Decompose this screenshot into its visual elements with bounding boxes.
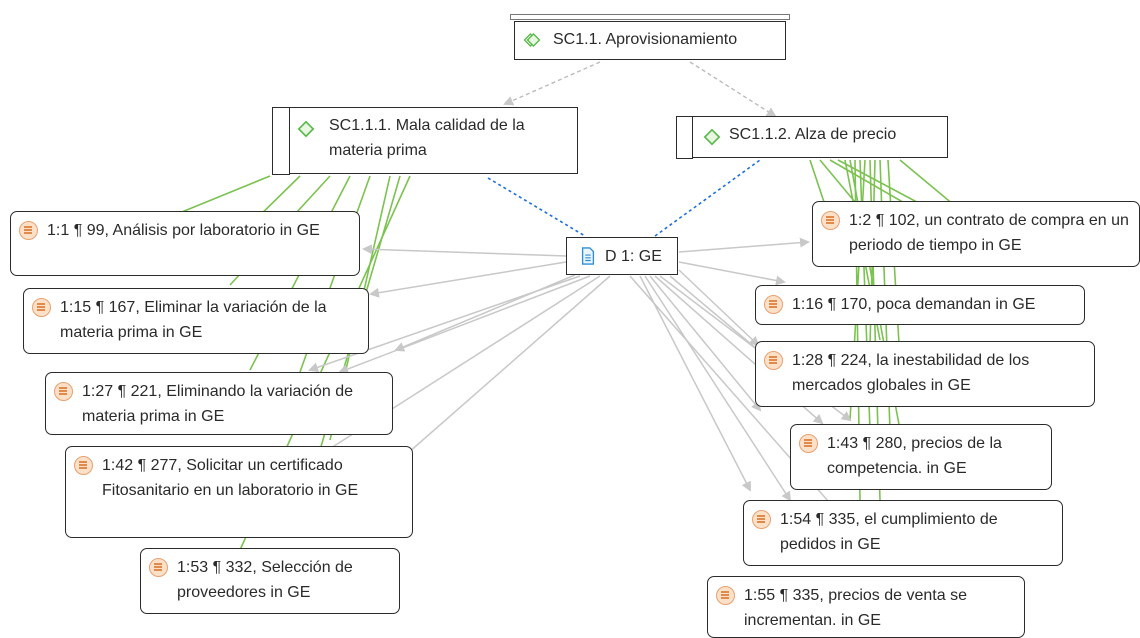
edge (639, 275, 751, 492)
edge (503, 61, 601, 106)
root-node-top-bar (510, 14, 790, 20)
quotation-node[interactable]: 1:15 ¶ 167, Eliminar la variación de la … (23, 288, 369, 354)
edge (487, 177, 586, 237)
quotation-icon (764, 351, 783, 370)
code-label: SC1.1.1. Mala calidad de la materia prim… (329, 117, 525, 159)
quotation-icon (821, 211, 840, 230)
quotation-node[interactable]: 1:42 ¶ 277, Solicitar un certificado Fit… (65, 446, 413, 538)
quotation-icon (32, 298, 51, 317)
quotation-node[interactable]: 1:1 ¶ 99, Análisis por laboratorio in GE (10, 211, 360, 276)
edge (338, 275, 591, 374)
edge (308, 275, 581, 373)
quotation-icon (74, 456, 93, 475)
quotation-node[interactable]: 1:53 ¶ 332, Selección de proveedores in … (140, 548, 400, 614)
code-node-left[interactable]: SC1.1.1. Mala calidad de la materia prim… (271, 106, 578, 175)
edge (678, 261, 786, 286)
code-label: SC1.1.2. Alza de precio (729, 126, 897, 143)
quotation-node[interactable]: 1:27 ¶ 221, Eliminando la variación de m… (45, 372, 393, 435)
quotation-icon (752, 510, 771, 529)
edge (689, 61, 777, 118)
edge (678, 269, 760, 347)
quotation-node[interactable]: 1:28 ¶ 224, la inestabilidad de los merc… (755, 341, 1095, 407)
quotation-node[interactable]: 1:54 ¶ 335, el cumplimiento de pedidos i… (743, 500, 1063, 566)
edge (678, 237, 810, 253)
quotation-icon (764, 295, 783, 314)
code-diamond-icon (703, 128, 721, 146)
edge (398, 275, 611, 462)
quotation-icon (19, 221, 38, 240)
edge (369, 261, 567, 298)
quotation-icon (716, 586, 735, 605)
quotation-icon (799, 434, 818, 453)
quotation-node[interactable]: 1:43 ¶ 280, precios de la competencia. i… (790, 424, 1052, 490)
edge (649, 275, 762, 412)
code-node-root[interactable]: SC1.1. Aprovisionamiento (514, 21, 786, 60)
quotation-icon (54, 382, 73, 401)
quotation-node[interactable]: 1:55 ¶ 335, precios de venta se incremen… (707, 576, 1025, 638)
document-icon (581, 247, 595, 265)
node-bar (675, 115, 693, 159)
code-node-right[interactable]: SC1.1.2. Alza de precio (675, 115, 948, 159)
node-bar (271, 106, 290, 175)
quotation-icon (149, 558, 168, 577)
quotation-node[interactable]: 1:2 ¶ 102, un contrato de compra en un p… (812, 201, 1140, 267)
quotation-node[interactable]: 1:16 ¶ 170, poca demandan in GE (755, 285, 1085, 325)
code-diamond-icon (297, 120, 315, 138)
edge (362, 244, 567, 257)
edge (654, 159, 761, 237)
edge (644, 275, 792, 502)
document-node[interactable]: D 1: GE (566, 237, 678, 275)
code-diamond-icon (523, 33, 541, 47)
document-label: D 1: GE (605, 248, 662, 265)
code-label: SC1.1. Aprovisionamiento (553, 31, 738, 48)
